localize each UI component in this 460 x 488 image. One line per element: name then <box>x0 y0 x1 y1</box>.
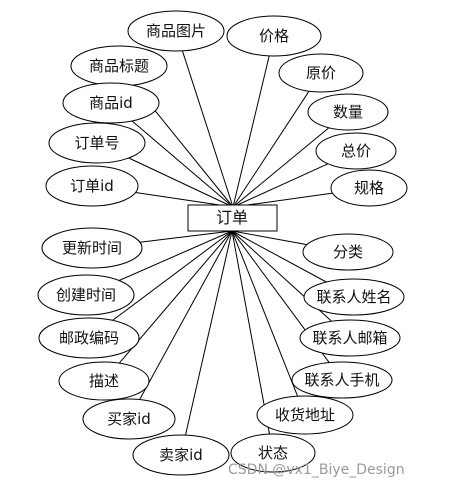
attribute-quantity: 数量 <box>307 93 389 131</box>
attribute-goods-image: 商品图片 <box>127 10 225 52</box>
connector-original-price <box>232 90 310 208</box>
attribute-label-goods-title: 商品标题 <box>89 57 149 75</box>
attribute-buyer-id: 买家id <box>82 398 176 440</box>
attribute-label-contact-name: 联系人姓名 <box>316 288 391 306</box>
connector-contact-name <box>231 230 327 283</box>
attribute-ellipse-buyer-id <box>82 398 176 440</box>
attribute-label-status: 状态 <box>258 444 288 462</box>
attribute-ellipse-update-time <box>41 227 143 269</box>
entity-order: 订单 <box>187 204 278 232</box>
attribute-label-quantity: 数量 <box>333 103 363 121</box>
attribute-ellipse-price <box>226 15 322 57</box>
attribute-label-category: 分类 <box>333 243 363 261</box>
attribute-ellipse-postal-code <box>38 317 140 359</box>
attribute-goods-title: 商品标题 <box>70 45 168 87</box>
attribute-ellipse-contact-name <box>303 278 405 316</box>
attribute-ellipse-shipping-address <box>256 395 354 435</box>
entity-box <box>187 204 278 232</box>
attribute-status: 状态 <box>230 433 316 473</box>
connector-price <box>232 55 270 208</box>
attribute-ellipse-quantity <box>307 93 389 131</box>
attribute-shipping-address: 收货地址 <box>256 395 354 435</box>
attribute-order-id: 订单id <box>45 165 139 207</box>
attribute-ellipse-total-price <box>315 132 397 170</box>
connector-total-price <box>232 163 329 208</box>
attribute-label-spec: 规格 <box>354 179 384 197</box>
connector-quantity <box>232 127 330 208</box>
attribute-label-price: 价格 <box>259 27 289 45</box>
attribute-label-total-price: 总价 <box>341 142 371 160</box>
connector-category <box>231 230 308 246</box>
attribute-category: 分类 <box>302 233 394 271</box>
attribute-create-time: 创建时间 <box>37 274 135 316</box>
connector-buyer-id <box>139 230 233 400</box>
attribute-ellipse-contact-phone <box>291 361 393 399</box>
attribute-label-goods-id: 商品id <box>89 94 133 112</box>
attribute-ellipse-spec <box>330 169 408 207</box>
attribute-contact-email: 联系人邮箱 <box>299 319 401 357</box>
attribute-label-goods-image: 商品图片 <box>146 22 206 40</box>
attribute-label-original-price: 原价 <box>306 64 336 82</box>
attribute-label-postal-code: 邮政编码 <box>59 329 119 347</box>
attribute-ellipse-seller-id <box>132 434 230 476</box>
connector-update-time <box>139 230 233 243</box>
attribute-label-seller-id: 卖家id <box>159 446 203 464</box>
attribute-total-price: 总价 <box>315 132 397 170</box>
attribute-ellipse-original-price <box>278 53 364 93</box>
attribute-goods-id: 商品id <box>62 82 160 124</box>
attribute-ellipse-contact-email <box>299 319 401 357</box>
attribute-postal-code: 邮政编码 <box>38 317 140 359</box>
attribute-label-description: 描述 <box>89 372 119 390</box>
attribute-original-price: 原价 <box>278 53 364 93</box>
attribute-description: 描述 <box>58 361 150 401</box>
attribute-label-buyer-id: 买家id <box>107 410 151 428</box>
attribute-label-create-time: 创建时间 <box>56 286 116 304</box>
attribute-seller-id: 卖家id <box>132 434 230 476</box>
connector-goods-id <box>131 120 234 208</box>
attribute-order-no: 订单号 <box>48 122 146 164</box>
attribute-label-shipping-address: 收货地址 <box>275 406 335 424</box>
attribute-ellipse-goods-id <box>62 82 160 124</box>
attribute-label-update-time: 更新时间 <box>62 239 122 257</box>
connector-seller-id <box>185 230 233 436</box>
attribute-ellipse-description <box>58 361 150 401</box>
attribute-ellipse-status <box>230 433 316 473</box>
attribute-label-order-id: 订单id <box>70 177 114 195</box>
attribute-ellipse-category <box>302 233 394 271</box>
connector-shipping-address <box>231 230 299 397</box>
connector-goods-image <box>181 50 234 208</box>
attribute-spec: 规格 <box>330 169 408 207</box>
attribute-ellipse-order-no <box>48 122 146 164</box>
attribute-label-contact-phone: 联系人手机 <box>304 371 379 389</box>
connector-status <box>231 230 270 435</box>
watermark-text: CSDN @vx1_Biye_Design <box>228 462 405 478</box>
attribute-price: 价格 <box>226 15 322 57</box>
connector-postal-code <box>112 230 233 321</box>
attribute-ellipse-create-time <box>37 274 135 316</box>
connector-lines <box>112 50 333 436</box>
attribute-contact-name: 联系人姓名 <box>303 278 405 316</box>
connector-order-no <box>128 157 234 208</box>
attribute-update-time: 更新时间 <box>41 227 143 269</box>
attribute-label-contact-email: 联系人邮箱 <box>312 329 387 347</box>
attribute-ellipse-order-id <box>45 165 139 207</box>
entity-label: 订单 <box>216 208 248 227</box>
connector-create-time <box>118 230 233 281</box>
attribute-ellipse-goods-image <box>127 10 225 52</box>
attribute-label-order-no: 订单号 <box>74 134 119 152</box>
attribute-contact-phone: 联系人手机 <box>291 361 393 399</box>
